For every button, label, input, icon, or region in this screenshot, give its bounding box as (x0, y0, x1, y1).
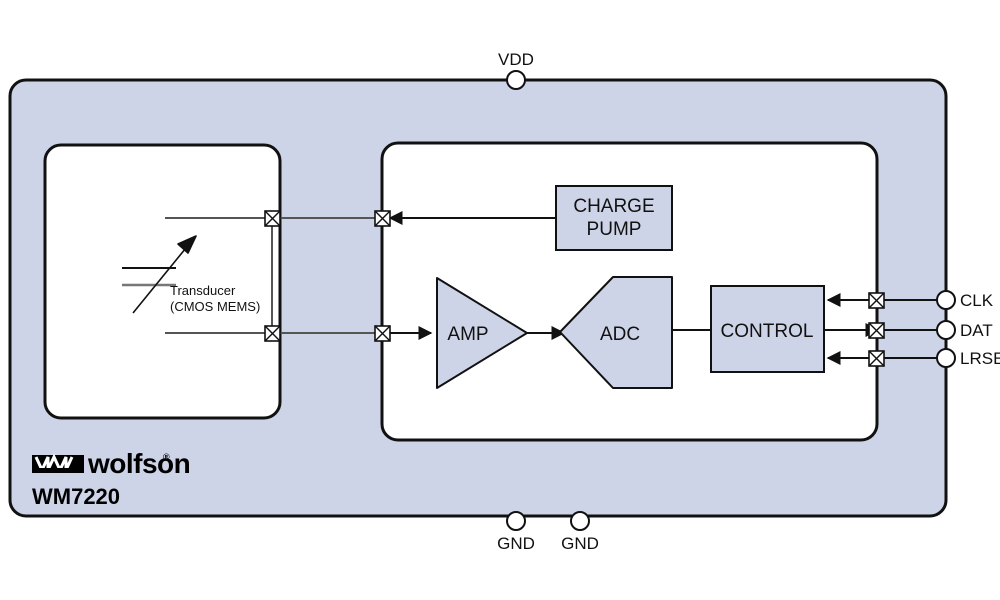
transducer-region (43, 143, 282, 420)
logo-trademark: ® (163, 452, 170, 462)
logo-wolfson-text: wolfson (87, 448, 190, 479)
transducer-symbol (122, 217, 273, 334)
pin-lrsel[interactable] (936, 348, 956, 368)
block-charge-pump[interactable] (555, 185, 673, 251)
pad-analog-bottom (374, 325, 391, 342)
charge-pump-label-line2: PUMP (587, 219, 642, 240)
chip-part-number: WM7220 (32, 484, 120, 509)
pin-gnd-1-label: GND (497, 534, 535, 553)
pin-clk-label: CLK (960, 291, 994, 310)
block-amp[interactable] (436, 277, 528, 389)
transducer-label-line1: Transducer (170, 283, 236, 298)
pin-clk[interactable] (936, 290, 956, 310)
pin-dat-label: DAT (960, 321, 993, 340)
pin-dat[interactable] (936, 320, 956, 340)
pad-transducer-bottom-left (264, 325, 281, 342)
transducer-label-line2: (CMOS MEMS) (170, 299, 260, 314)
pad-transducer-top-left (264, 210, 281, 227)
control-label: CONTROL (721, 321, 814, 342)
pin-gnd-2-label: GND (561, 534, 599, 553)
pad-clk (868, 292, 885, 309)
amp-label: AMP (447, 324, 488, 345)
block-adc[interactable] (559, 276, 673, 389)
pin-gnd-1[interactable] (506, 511, 526, 531)
pin-lrsel-label: LRSEL (960, 349, 1000, 368)
pad-lrsel (868, 350, 885, 367)
adc-label: ADC (600, 324, 640, 345)
pad-dat (868, 322, 885, 339)
logo-wolfson-mark (32, 453, 84, 474)
pad-analog-top (374, 210, 391, 227)
pin-vdd[interactable] (506, 70, 526, 90)
charge-pump-label-line1: CHARGE (573, 196, 654, 217)
pin-gnd-2[interactable] (570, 511, 590, 531)
pin-vdd-label: VDD (498, 50, 534, 69)
